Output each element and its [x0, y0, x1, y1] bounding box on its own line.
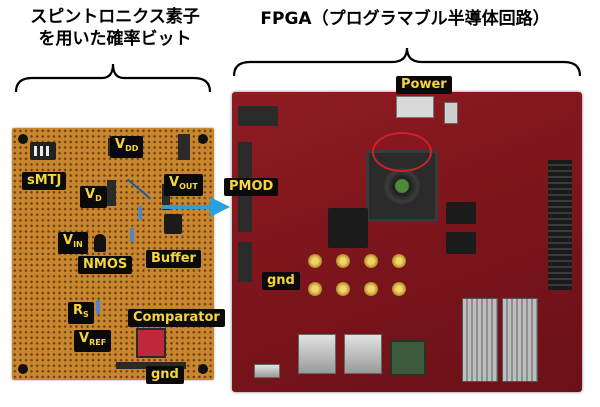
resistor: [138, 206, 142, 220]
vdd-label-main: V: [115, 137, 126, 152]
vd-header: [107, 180, 116, 206]
mounting-hole: [18, 134, 28, 144]
sma-connector: [336, 282, 350, 296]
left-heading: スピントロニクス素子 を用いた確率ビット: [20, 6, 210, 50]
vref-label-sub: REF: [89, 338, 107, 347]
vout-header: [178, 134, 190, 160]
mounting-hole: [198, 134, 208, 144]
memory-chip: [446, 202, 476, 224]
power-switch: [444, 102, 458, 124]
vref-label: VREF: [74, 330, 112, 352]
pmod-label: PMOD: [224, 178, 279, 196]
sfp-cage: [502, 298, 538, 382]
right-heading: FPGA（プログラマブル半導体回路）: [260, 9, 550, 29]
gnd-header: [116, 362, 186, 369]
top-connectors: [238, 106, 278, 126]
sfp-cage: [462, 298, 498, 382]
vd-label-sub: D: [95, 194, 102, 203]
gnd-label-right: gnd: [262, 272, 300, 290]
usb-port: [254, 364, 280, 378]
pmod-connector: [238, 192, 252, 232]
rs-label-sub: S: [83, 310, 89, 319]
vref-label-main: V: [79, 331, 90, 346]
sma-connector: [392, 254, 406, 268]
left-brace: [14, 63, 212, 93]
left-heading-line2: を用いた確率ビット: [38, 29, 192, 49]
buffer-chip: [164, 214, 182, 234]
power-connector: [396, 96, 434, 118]
rs-label-main: R: [73, 303, 84, 318]
sma-connector: [364, 254, 378, 268]
mounting-hole: [18, 364, 28, 374]
heatsink: [390, 340, 426, 376]
sma-connector: [308, 282, 322, 296]
memory-chip: [446, 232, 476, 254]
vin-label-sub: IN: [73, 240, 83, 249]
vdd-label-sub: DD: [125, 144, 139, 153]
vd-label-main: V: [85, 187, 96, 202]
vd-label: VD: [80, 186, 107, 208]
ethernet-port: [344, 334, 382, 374]
vin-label: VIN: [58, 232, 88, 254]
rs-label: RS: [68, 302, 94, 324]
power-label: Power: [396, 76, 452, 94]
vdd-label: VDD: [110, 136, 144, 158]
nmos-transistor: [94, 234, 106, 252]
wire: [126, 178, 152, 200]
vout-header-lower: [162, 184, 170, 210]
sma-connector: [392, 282, 406, 296]
signal-arrow: [162, 197, 230, 217]
buffer-label: Buffer: [146, 250, 201, 268]
vout-label-main: V: [169, 175, 180, 190]
right-brace: [232, 47, 582, 77]
nmos-label: NMOS: [78, 256, 133, 274]
vout-label: VOUT: [164, 174, 203, 196]
sma-connector: [336, 254, 350, 268]
gnd-label-left: gnd: [146, 366, 184, 384]
sma-connector: [364, 282, 378, 296]
comparator-chip: [136, 328, 166, 358]
red-wire: [372, 132, 432, 172]
resistor: [130, 228, 134, 242]
mounting-hole: [198, 364, 208, 374]
resistor: [96, 300, 100, 314]
fpga-chip: [328, 208, 368, 248]
vin-label-main: V: [63, 233, 74, 248]
smtj-label: sMTJ: [22, 172, 67, 190]
sma-connector: [308, 254, 322, 268]
fmc-connector: [548, 160, 572, 290]
fpga-board-photo: [232, 92, 582, 392]
pmod-connector: [238, 142, 252, 182]
vout-label-sub: OUT: [179, 182, 198, 191]
pmod-connector: [238, 242, 252, 282]
ethernet-port: [298, 334, 336, 374]
fan-blades: [384, 168, 420, 204]
smtj-pins: [34, 146, 52, 156]
left-heading-line1: スピントロニクス素子: [30, 7, 200, 27]
comparator-label: Comparator: [128, 309, 225, 327]
